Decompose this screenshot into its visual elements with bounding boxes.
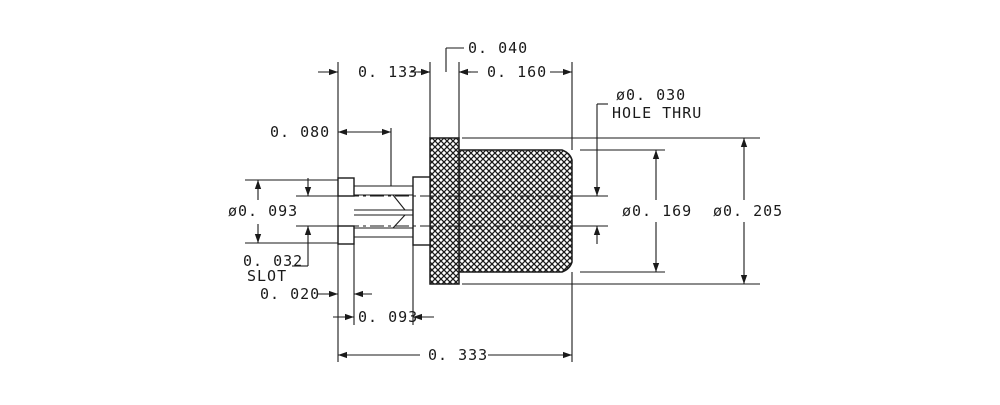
dim-label-0080: 0. 080 (270, 123, 330, 141)
extension-lines (245, 62, 760, 362)
dim-label-0040: 0. 040 (468, 39, 528, 57)
dim-dia-0169: ø0. 169 (622, 150, 692, 272)
center-lines (320, 195, 585, 227)
dim-0080: 0. 080 (270, 123, 391, 141)
pin-head (337, 177, 355, 245)
dim-label-0160: 0. 160 (487, 63, 547, 81)
dim-0133: 0. 133 (318, 63, 430, 81)
dim-label-dia-0093: ø0. 093 (228, 202, 298, 220)
dim-label-0333: 0. 333 (428, 346, 488, 364)
dim-label-slot: SLOT (247, 267, 287, 285)
dim-dia-0093: ø0. 093 (228, 180, 298, 243)
dim-dia-0205: ø0. 205 (713, 138, 783, 284)
dim-0093: 0. 093 (333, 308, 434, 326)
dim-label-dia-0030: ø0. 030 (616, 86, 686, 104)
dim-0020: 0. 020 (260, 285, 372, 303)
dim-label-0032: 0. 032 (243, 252, 303, 270)
dim-label-hole-thru: HOLE THRU (612, 104, 702, 122)
dim-0333: 0. 333 (338, 346, 572, 364)
part-geometry (320, 137, 585, 285)
pin-shank (354, 185, 413, 238)
knurled-flange (429, 137, 460, 285)
dim-0032-slot: 0. 032 SLOT (243, 178, 312, 285)
dim-label-dia-0205: ø0. 205 (713, 202, 783, 220)
dim-label-0133: 0. 133 (358, 63, 418, 81)
knurled-body (458, 149, 573, 273)
dim-label-dia-0169: ø0. 169 (622, 202, 692, 220)
dim-dia-0030: ø0. 030 HOLE THRU (593, 86, 702, 244)
dim-label-0093: 0. 093 (358, 308, 418, 326)
dim-0160: 0. 160 (459, 63, 572, 81)
shoulder-step (412, 176, 431, 246)
dim-label-0020: 0. 020 (260, 285, 320, 303)
